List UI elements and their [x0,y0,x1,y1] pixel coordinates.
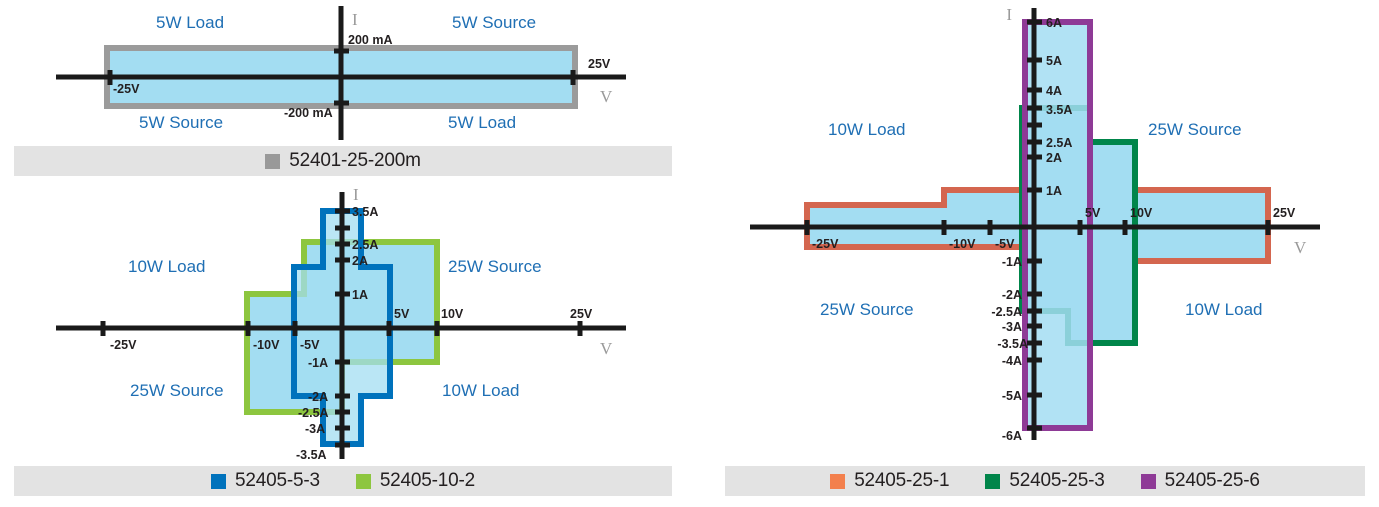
tick-label-i-neg: -200 mA [284,106,333,120]
left-panel: I V 200 mA -200 mA -25V 25V 5W Load 5W S… [56,6,626,462]
tick-label-i-neg3p5: -3.5A [997,337,1028,351]
quadrant-label-top-left: 10W Load [828,120,906,139]
tick-label-v-pos5: 5V [1085,206,1101,220]
current-axis-letter: I [352,10,358,29]
tick-label-v-neg25: -25V [110,338,137,352]
quadrant-label-top-right: 5W Source [452,13,536,32]
legend-item-label: 52405-25-1 [854,470,950,491]
legend-item[interactable]: 52405-25-1 [830,470,950,492]
tick-label-i-pos2: 2A [352,254,368,268]
quadrant-label-top-left: 5W Load [156,13,224,32]
tick-label-i-neg4: -4A [1002,354,1022,368]
quadrant-label-bottom-right: 10W Load [1185,300,1263,319]
tick-label-i-pos2: 2A [1046,151,1062,165]
legend-item-label: 52405-25-3 [1009,470,1105,491]
legend-item-label: 52405-25-6 [1164,470,1260,491]
tick-label-i-pos3p5: 3.5A [352,205,378,219]
quadrant-label-top-left: 10W Load [128,257,206,276]
chart-52405-5-3-and-10-2: I V -25V -10V -5V 5V 10V 25V 3.5A 2.5A 2… [56,185,626,462]
tick-label-i-pos3p5: 3.5A [1046,103,1072,117]
tick-label-i-neg2p5: -2.5A [298,406,329,420]
tick-label-i-pos5: 5A [1046,54,1062,68]
quadrant-label-top-right: 25W Source [448,257,542,276]
tick-label-v-pos: 25V [588,57,611,71]
tick-label-i-neg3: -3A [305,422,325,436]
legend-swatch-icon [985,473,1001,489]
legend-item[interactable]: 52401-25-200m [265,150,421,172]
quadrant-label-bottom-right: 10W Load [442,381,520,400]
legend-chart-52405-5-and-10: 52405-5-3 52405-10-2 [14,466,672,496]
tick-label-i-pos4: 4A [1046,84,1062,98]
tick-label-v-neg25: -25V [812,237,839,251]
tick-label-v-neg5: -5V [300,338,320,352]
voltage-axis-letter: V [600,87,613,106]
voltage-axis-letter: V [600,339,613,358]
tick-label-i-pos1: 1A [1046,184,1062,198]
tick-label-i-neg1: -1A [308,356,328,370]
tick-label-i-pos: 200 mA [348,33,392,47]
tick-label-v-pos10: 10V [441,307,464,321]
quadrant-label-bottom-right: 5W Load [448,113,516,132]
tick-label-v-neg10: -10V [253,338,280,352]
chart-52401-25-200m: I V 200 mA -200 mA -25V 25V 5W Load 5W S… [56,6,626,140]
tick-label-i-pos6: 6A [1046,16,1062,30]
tick-label-i-pos2p5: 2.5A [352,238,378,252]
legend-item[interactable]: 52405-5-3 [210,470,320,492]
quadrant-label-bottom-left: 5W Source [139,113,223,132]
tick-label-i-neg2p5: -2.5A [991,305,1022,319]
chart-52405-25-series: I V -25V -10V -5V 5V 10V 25V 6A 5A 4A 3.… [750,5,1320,443]
legend-swatch-icon [355,473,371,489]
quadrant-label-bottom-left: 25W Source [820,300,914,319]
current-axis-letter: I [1006,5,1012,24]
tick-label-v-pos25: 25V [570,307,593,321]
tick-label-v-neg10: -10V [949,237,976,251]
legend-item-label: 52405-10-2 [379,470,476,491]
tick-label-v-neg: -25V [113,82,140,96]
right-panel: I V -25V -10V -5V 5V 10V 25V 6A 5A 4A 3.… [690,0,1379,507]
tick-label-i-pos1: 1A [352,288,368,302]
legend-swatch-icon [1140,473,1156,489]
legend-swatch-icon [210,473,226,489]
current-axis-letter: I [353,185,359,204]
legend-swatch-icon [265,153,281,169]
legend-item-label: 52401-25-200m [289,150,421,171]
tick-label-v-pos25: 25V [1273,206,1296,220]
quadrant-label-bottom-left: 25W Source [130,381,224,400]
tick-label-i-neg3: -3A [1002,320,1022,334]
legend-item-label: 52405-5-3 [234,470,320,491]
tick-label-i-neg2: -2A [1002,288,1022,302]
voltage-axis-letter: V [1294,238,1307,257]
legend-item[interactable]: 52405-25-3 [985,470,1105,492]
legend-chart-52401: 52401-25-200m [14,146,672,176]
legend-chart-52405-25: 52405-25-1 52405-25-3 52405-25-6 [725,466,1365,496]
tick-label-v-neg5: -5V [995,237,1015,251]
tick-label-i-neg6: -6A [1002,429,1022,443]
legend-item[interactable]: 52405-10-2 [355,470,476,492]
tick-label-i-neg3p5: -3.5A [296,448,327,462]
tick-label-i-neg5: -5A [1002,389,1022,403]
quadrant-label-top-right: 25W Source [1148,120,1242,139]
legend-swatch-icon [830,473,846,489]
tick-label-i-neg2: -2A [308,390,328,404]
tick-label-v-pos10: 10V [1130,206,1153,220]
tick-label-i-neg1: -1A [1002,255,1022,269]
legend-item[interactable]: 52405-25-6 [1140,470,1260,492]
tick-label-v-pos5: 5V [394,307,410,321]
tick-label-i-pos2p5: 2.5A [1046,136,1072,150]
